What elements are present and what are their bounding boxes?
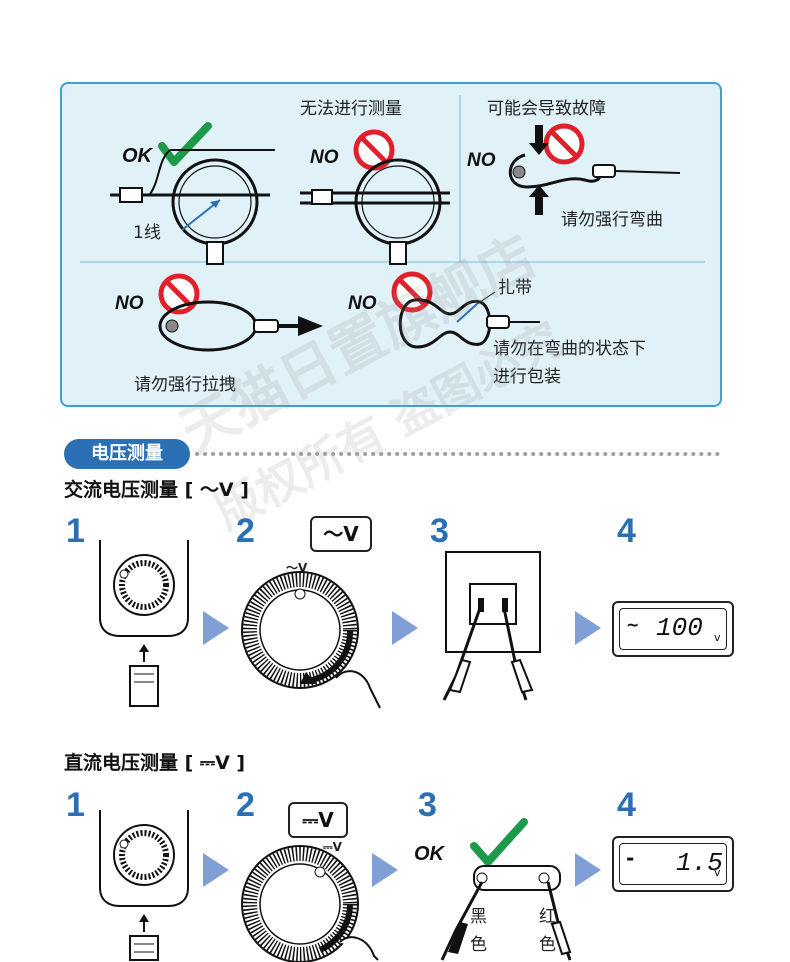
tied-sensor <box>398 291 540 349</box>
section-title-badge: 电压测量 <box>64 439 190 469</box>
dc-dial-mark: ⎓V <box>323 840 342 854</box>
dc-step-4: 4 <box>617 786 636 824</box>
ac-heading: 交流电压测量 [ ～V ] <box>64 479 249 501</box>
ac-lcd-display: ~ 100 v <box>612 601 734 657</box>
no-pack-bent-line1: 请勿在弯曲的状态下 <box>493 339 646 359</box>
outlet-with-probes <box>442 551 541 701</box>
rotary-dial <box>241 571 381 709</box>
no-label: NO <box>115 293 144 314</box>
dc-lcd-display: - 1.5 v <box>612 836 734 892</box>
next-arrow-icon <box>203 611 229 645</box>
prohibited-icon <box>543 123 585 165</box>
may-fail-label: 可能会导致故障 <box>487 99 606 119</box>
ac-mode-bubble: ～V <box>310 516 372 552</box>
next-arrow-icon <box>392 611 418 645</box>
ac-step-4: 4 <box>617 512 636 550</box>
no-label: NO <box>310 147 339 168</box>
cannot-measure-label: 无法进行测量 <box>300 99 402 119</box>
ac-step-2: 2 <box>236 512 255 550</box>
next-arrow-icon <box>575 611 601 645</box>
dc-lcd-unit: v <box>714 866 721 879</box>
red-label-2: 色 <box>539 935 556 955</box>
clamp-sensor-one-wire <box>110 149 275 265</box>
black-label: 黑 <box>470 907 487 927</box>
clamp-sensor-two-wires <box>300 158 450 265</box>
pulled-sensor <box>158 300 323 352</box>
battery-with-probes <box>440 865 572 961</box>
red-label: 红 <box>539 907 556 927</box>
next-arrow-icon <box>203 853 229 887</box>
bent-sensor <box>508 125 681 215</box>
ac-lcd-unit: v <box>714 631 721 644</box>
dc-step-3: 3 <box>418 786 437 824</box>
dc-ok-label: OK <box>414 843 444 865</box>
dc-heading: 直流电压测量 [ ⎓V ] <box>64 752 246 774</box>
ac-lcd-symbol: ~ <box>626 615 640 634</box>
no-pack-bent-line2: 进行包装 <box>493 367 561 387</box>
ok-label: OK <box>122 145 152 167</box>
dc-lcd-value: 1.5 <box>676 848 723 878</box>
one-wire-label: 1线 <box>133 223 161 243</box>
dc-mode-bubble: ⎓V <box>288 802 348 838</box>
rotary-dial <box>241 845 379 962</box>
meter-with-sensor <box>99 540 189 707</box>
dc-lcd-symbol: - <box>626 846 635 870</box>
black-label-2: 色 <box>470 935 487 955</box>
cable-tie-label: 扎带 <box>498 278 532 298</box>
no-label: NO <box>467 150 496 171</box>
dotted-divider <box>195 452 720 456</box>
check-icon <box>158 122 212 166</box>
meter-with-sensor <box>99 810 189 961</box>
dc-step-1: 1 <box>66 786 85 824</box>
check-icon <box>470 818 528 866</box>
next-arrow-icon <box>575 853 601 887</box>
ac-lcd-value: 100 <box>656 613 703 643</box>
dc-step-2: 2 <box>236 786 255 824</box>
ac-step-3: 3 <box>430 512 449 550</box>
ac-step-1: 1 <box>66 512 85 550</box>
no-force-pull-label: 请勿强行拉拽 <box>134 375 236 395</box>
no-label: NO <box>348 293 377 314</box>
no-force-bend-label: 请勿强行弯曲 <box>561 210 663 230</box>
next-arrow-icon <box>372 853 398 887</box>
